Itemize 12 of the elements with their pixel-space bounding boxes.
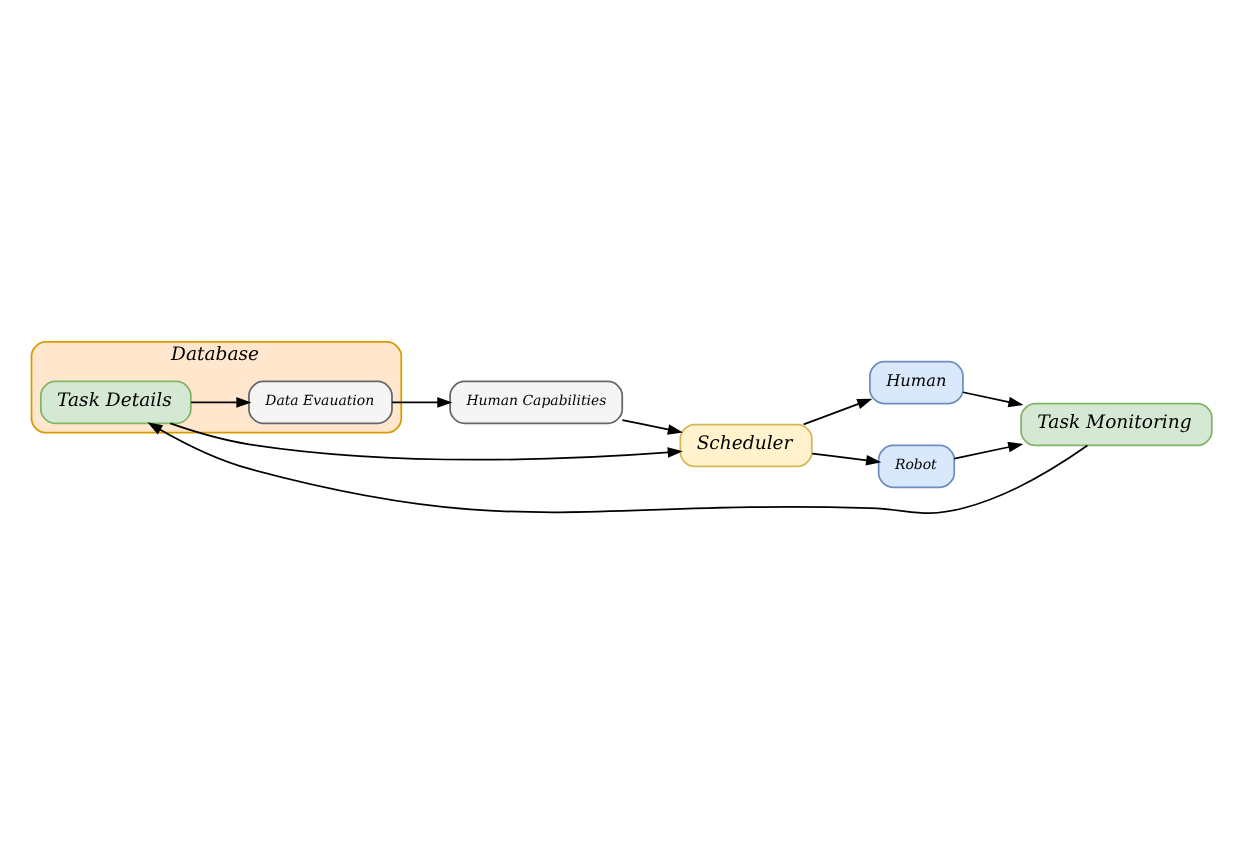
arrow xyxy=(811,452,882,466)
arrow xyxy=(190,397,252,408)
arrow xyxy=(169,422,683,461)
node-box: Task Monitoring xyxy=(1020,402,1213,447)
arrow xyxy=(391,397,453,408)
arrow xyxy=(802,398,873,426)
arrow xyxy=(953,441,1024,460)
node-box: Scheduler xyxy=(679,423,813,468)
node-box: Human xyxy=(869,360,964,405)
node-box: Task Details xyxy=(39,380,192,425)
arrow xyxy=(962,391,1024,408)
arrow xyxy=(621,419,683,435)
